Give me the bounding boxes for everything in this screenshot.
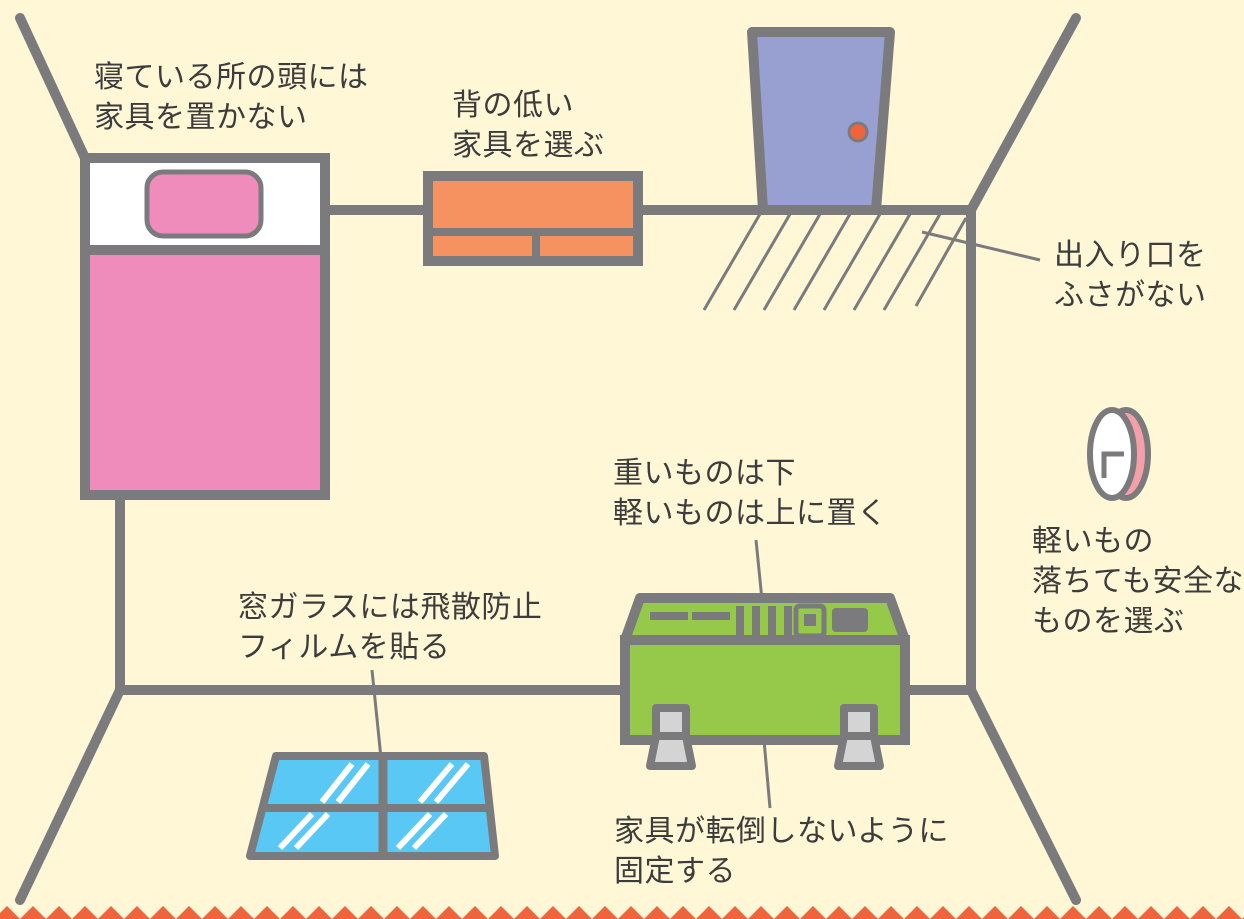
wave-bump [254, 906, 280, 919]
wave-bump [696, 906, 722, 919]
wave-bump [1008, 906, 1034, 919]
bed-icon [80, 153, 330, 500]
wave-bump [46, 906, 72, 919]
wave-bump [20, 906, 46, 919]
wave-bump [904, 906, 930, 919]
wave-bump [1164, 906, 1190, 919]
wave-bump [800, 906, 826, 919]
wave-bump [956, 906, 982, 919]
window-icon [246, 752, 499, 860]
doorway-tip-line-2: ふさがない [1054, 278, 1207, 313]
wave-bump [306, 906, 332, 919]
clock-icon [1087, 407, 1151, 501]
low-furniture-tip-label: 背の低い 家具を選ぶ [452, 86, 605, 166]
anchor-tip-line-1: 家具が転倒しないように [614, 814, 949, 849]
low-furniture-tip-line-1: 背の低い [452, 88, 574, 123]
wave-bump [384, 906, 410, 919]
doorway-tip-label: 出入り口を ふさがない [1054, 236, 1207, 316]
door-icon [747, 27, 895, 215]
doorway-tip-line-1: 出入り口を [1054, 238, 1207, 273]
wave-bump [930, 906, 956, 919]
doorway-hatch [702, 213, 968, 311]
wave-bump [462, 906, 488, 919]
door-knob [847, 121, 869, 143]
wave-bump [878, 906, 904, 919]
wave-bump [670, 906, 696, 919]
wave-bump [826, 906, 852, 919]
wave-bump [150, 906, 176, 919]
floor-edge-left [15, 685, 125, 905]
cabinet-anchor-leader [762, 739, 772, 809]
wave-bump [436, 906, 462, 919]
heavy-low-tip-line-2: 軽いものは上に置く [613, 496, 888, 531]
doorway-leader [921, 230, 1041, 262]
wave-bump [228, 906, 254, 919]
anchor-tip-line-2: 固定する [614, 854, 736, 889]
wave-bump [488, 906, 514, 919]
wave-bump [1112, 906, 1138, 919]
light-items-tip-line-3: ものを選ぶ [1032, 604, 1185, 639]
light-items-tip-label: 軽いもの 落ちても安全な ものを選ぶ [1032, 522, 1244, 642]
ceiling-edge-left [15, 13, 90, 163]
wave-bump [1138, 906, 1164, 919]
wave-bump [410, 906, 436, 919]
wave-bump [722, 906, 748, 919]
wave-bump [592, 906, 618, 919]
window-film-tip-label: 窓ガラスには飛散防止 フィルムを貼る [238, 588, 542, 668]
cabinet-top-leader [754, 539, 764, 601]
window-film-tip-line-1: 窓ガラスには飛散防止 [238, 590, 543, 625]
bed-tip-label: 寝ている所の頭には 家具を置かない [94, 58, 369, 138]
floor-edge-right [966, 685, 1081, 905]
wave-bump [644, 906, 670, 919]
wave-bump [202, 906, 228, 919]
low-furniture-tip-line-2: 家具を選ぶ [452, 128, 605, 163]
heavy-low-tip-label: 重いものは下 軽いものは上に置く [613, 454, 888, 534]
wave-bump [358, 906, 384, 919]
wave-bump [72, 906, 98, 919]
wave-bump [982, 906, 1008, 919]
wave-bump [124, 906, 150, 919]
wave-bump [1060, 906, 1086, 919]
window-film-tip-line-2: フィルムを貼る [238, 630, 451, 665]
wave-bump [618, 906, 644, 919]
wave-bump [280, 906, 306, 919]
pillow [144, 169, 264, 239]
light-items-tip-line-1: 軽いもの [1032, 524, 1154, 559]
wave-bump [852, 906, 878, 919]
wave-bump [98, 906, 124, 919]
wave-bump [176, 906, 202, 919]
light-items-tip-line-2: 落ちても安全な [1032, 564, 1244, 599]
wave-bump [1034, 906, 1060, 919]
wave-bump [540, 906, 566, 919]
low-cabinet-icon [423, 171, 643, 266]
wave-bump [332, 906, 358, 919]
heavy-low-tip-line-1: 重いものは下 [613, 456, 796, 491]
wave-bump [514, 906, 540, 919]
bed-tip-line-2: 家具を置かない [94, 100, 308, 135]
wave-bump [0, 906, 20, 919]
window-leader [370, 669, 383, 759]
wave-bump [774, 906, 800, 919]
wave-bump [748, 906, 774, 919]
wave-bump [1086, 906, 1112, 919]
ceiling-edge-right [966, 13, 1081, 215]
wave-bump [1216, 906, 1242, 919]
wave-bump [1190, 906, 1216, 919]
bottom-wave-border [0, 906, 1244, 919]
anchor-tip-label: 家具が転倒しないように 固定する [614, 812, 949, 892]
wave-bump [566, 906, 592, 919]
bed-tip-line-1: 寝ている所の頭には [94, 60, 369, 95]
